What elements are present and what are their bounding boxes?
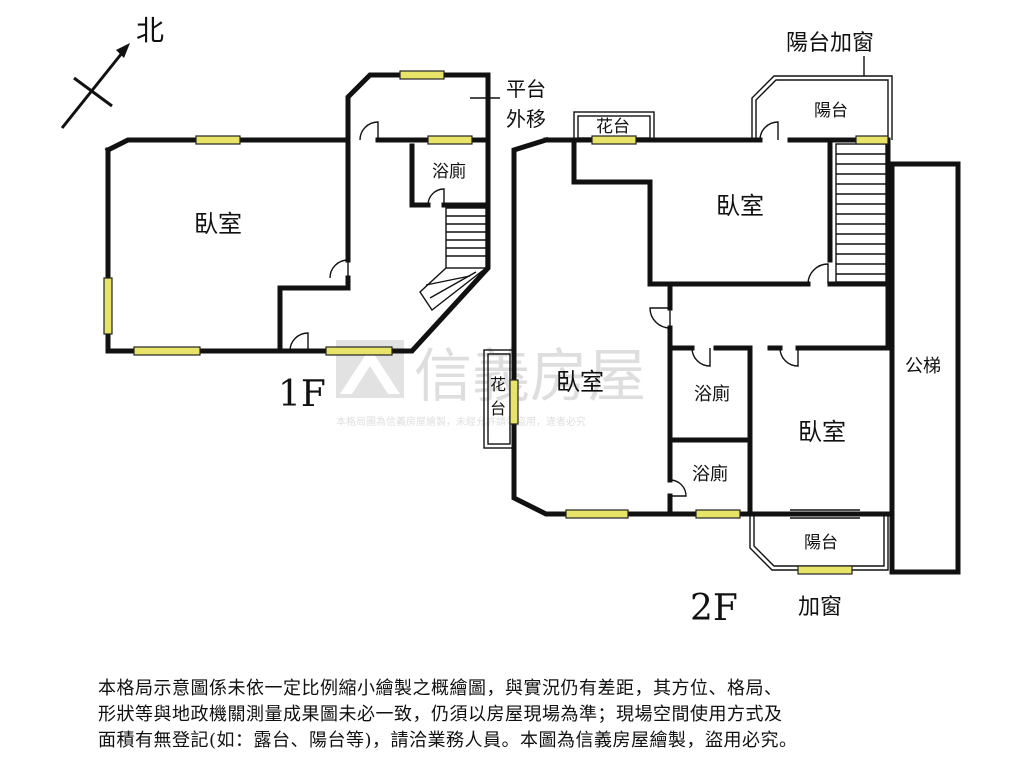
room-bathroom-1: 浴廁 xyxy=(694,383,730,405)
room-bedroom-west: 臥室 xyxy=(556,368,604,396)
window xyxy=(855,135,889,145)
floor-label-2f: 2F xyxy=(690,588,738,629)
label-planter-side-1: 花 xyxy=(490,375,506,394)
disclaimer-line: 本格局示意圖係未依一定比例縮小繪製之概繪圖，與實況仍有差距，其方位、格局、 xyxy=(98,678,783,699)
floor-2f: 花台 陽台 陽台加窗 臥室 臥室 浴廁 浴廁 臥室 公梯 陽台 加窗 花 台 2… xyxy=(483,31,961,629)
disclaimer-line: 面積有無登記(如：露台、陽台等)，請洽業務人員。本圖為信義房屋繪製，盜用必究。 xyxy=(98,730,798,751)
compass-label: 北 xyxy=(136,14,164,47)
stair-2f xyxy=(835,143,887,283)
stair-1f xyxy=(419,207,487,312)
label-balcony-window: 陽台加窗 xyxy=(786,31,874,56)
door-arc xyxy=(691,347,711,367)
label-balcony-bottom: 陽台 xyxy=(804,533,838,553)
watermark-notice: 本格局圖為信義房屋繪製，未經允許請勿盜用，違者必究 xyxy=(336,415,586,428)
door-arc xyxy=(669,479,687,497)
door-arc xyxy=(427,188,445,206)
window xyxy=(591,135,637,145)
room-bedroom-north: 臥室 xyxy=(716,192,764,220)
window xyxy=(195,135,241,145)
balcony-bottom xyxy=(749,514,889,571)
door-arc xyxy=(329,259,349,279)
label-balcony-top: 陽台 xyxy=(814,101,848,121)
room-bathroom-1f: 浴廁 xyxy=(432,161,466,182)
platform-note-line1: 平台 xyxy=(506,77,546,101)
label-public-stair: 公梯 xyxy=(905,356,941,377)
window xyxy=(325,346,393,356)
window xyxy=(133,346,201,356)
window xyxy=(565,509,629,519)
door-arc xyxy=(807,263,829,285)
window xyxy=(797,565,853,575)
window xyxy=(509,379,519,425)
label-add-window: 加窗 xyxy=(798,595,842,620)
door-arc xyxy=(359,121,379,141)
window xyxy=(399,70,445,80)
door-arc xyxy=(759,121,779,141)
label-planter-side-2: 台 xyxy=(490,399,506,418)
window xyxy=(695,509,741,519)
door-arc xyxy=(649,307,671,329)
label-planter-top: 花台 xyxy=(596,117,630,137)
door-arc xyxy=(779,347,799,367)
platform-note-line2: 外移 xyxy=(506,107,546,131)
door-arc xyxy=(289,332,309,352)
north-arrow-icon xyxy=(60,43,130,129)
room-bedroom-1f: 臥室 xyxy=(194,210,242,238)
room-bathroom-2: 浴廁 xyxy=(692,463,728,485)
room-bedroom-east: 臥室 xyxy=(798,418,846,446)
floor-label-1f: 1F xyxy=(278,374,326,415)
disclaimer-line: 形狀等與地政機關測量成果圖未必一致，仍須以房屋現場為準；現場空間使用方式及 xyxy=(98,704,783,725)
floor-1f: 臥室 浴廁 平台 外移 1F xyxy=(103,70,546,415)
balcony-top xyxy=(751,75,893,140)
public-stair xyxy=(889,161,961,575)
window xyxy=(103,277,113,335)
window xyxy=(427,135,473,145)
watermark-brand: 信義房屋 xyxy=(414,342,646,410)
disclaimer: 本格局示意圖係未依一定比例縮小繪製之概繪圖，與實況仍有差距，其方位、格局、 形狀… xyxy=(98,676,958,754)
